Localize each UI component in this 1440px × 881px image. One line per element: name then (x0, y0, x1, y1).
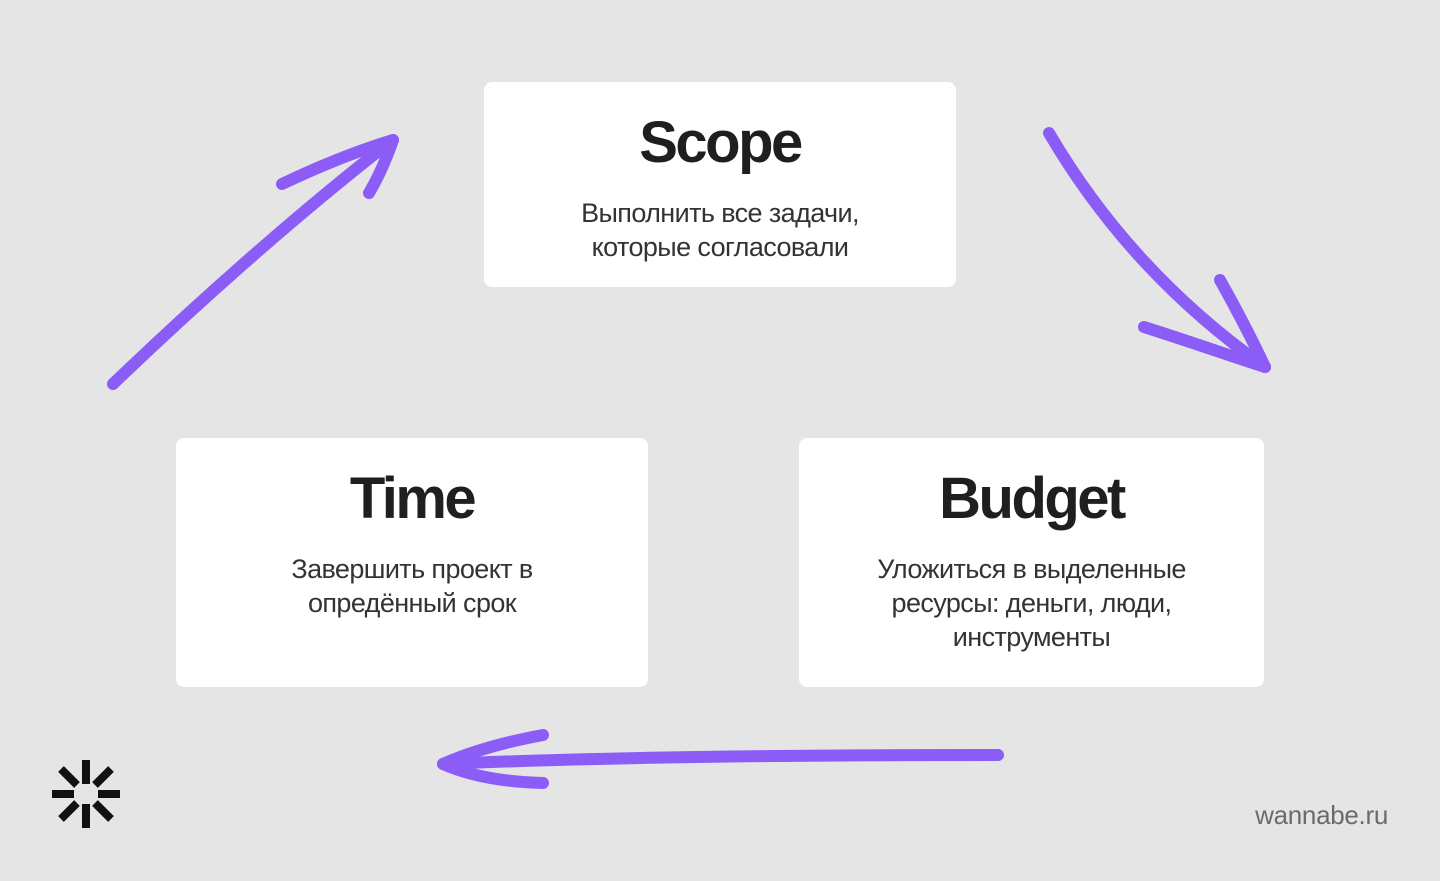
card-description-scope: Выполнить все задачи, которые согласовал… (581, 198, 859, 262)
card-title-time: Time (349, 466, 477, 531)
arrow-time-to-scope (107, 134, 399, 390)
card-scope: Scope Выполнить все задачи, которые согл… (484, 82, 956, 287)
card-description-time: Завершить проект в опредённый срок (291, 554, 533, 618)
card-title-budget: Budget (939, 466, 1126, 531)
card-title-scope: Scope (639, 110, 803, 175)
arrow-scope-to-budget (1043, 127, 1271, 373)
arrow-budget-to-time (437, 729, 1004, 789)
card-description-budget: Уложиться в выделенные ресурсы: деньги, … (877, 554, 1186, 652)
site-watermark: wannabe.ru (1255, 800, 1388, 830)
card-time: Time Завершить проект в опредённый срок (176, 438, 648, 687)
asterisk-logo-icon (52, 760, 120, 828)
card-budget: Budget Уложиться в выделенные ресурсы: д… (799, 438, 1264, 687)
